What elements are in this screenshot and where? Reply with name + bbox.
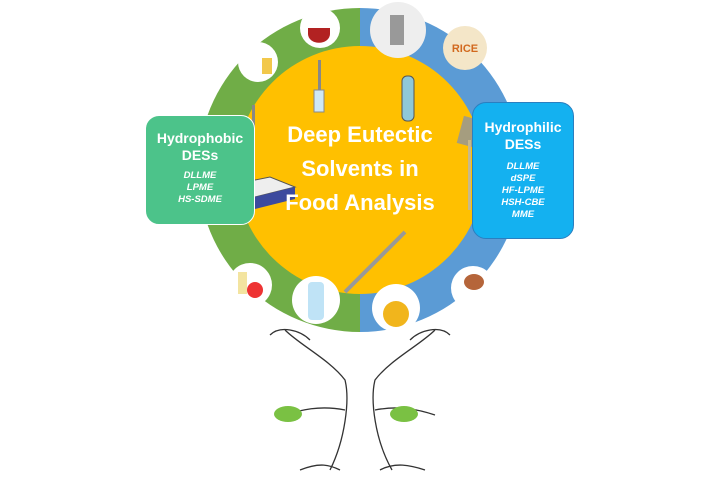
method-item: HF-LPME: [501, 185, 545, 196]
title-line: Food Analysis: [285, 190, 435, 215]
leaf-icon: [274, 406, 302, 422]
tree-hands-icon: [269, 328, 451, 471]
box-heading: Hydrophobic: [156, 130, 244, 146]
pipette-icon: [343, 230, 407, 294]
diagram-title: Deep Eutectic Solvents in Food Analysis: [270, 118, 450, 220]
leaf-icon: [390, 406, 418, 422]
method-item: dSPE: [510, 173, 536, 184]
method-item: DLLME: [506, 161, 540, 172]
fiber-icon: [468, 140, 471, 210]
center-circle: [236, 46, 484, 294]
method-item: DLLME: [183, 170, 217, 181]
method-item: HS-SDME: [178, 194, 222, 205]
title-line: Solvents in: [301, 156, 419, 181]
box-heading: DESs: [504, 136, 542, 152]
method-item: HSH-CBE: [501, 197, 545, 208]
title-line: Deep Eutectic: [287, 122, 433, 147]
ring-icons: RICE: [228, 2, 495, 332]
box-heading: Hydrophilic: [484, 119, 562, 135]
method-item: LPME: [186, 182, 214, 193]
hydrophilic-des-box: Hydrophilic DESs DLLME dSPE HF-LPME HSH-…: [472, 102, 574, 239]
test-tube-icon: [401, 75, 415, 122]
box-heading: DESs: [181, 147, 219, 163]
rice-icon: [443, 26, 487, 70]
method-item: MME: [511, 209, 535, 220]
rice-label: RICE: [452, 43, 478, 55]
hydrophobic-des-box: Hydrophobic DESs DLLME LPME HS-SDME: [145, 115, 255, 225]
syringe-icon: [318, 60, 321, 90]
